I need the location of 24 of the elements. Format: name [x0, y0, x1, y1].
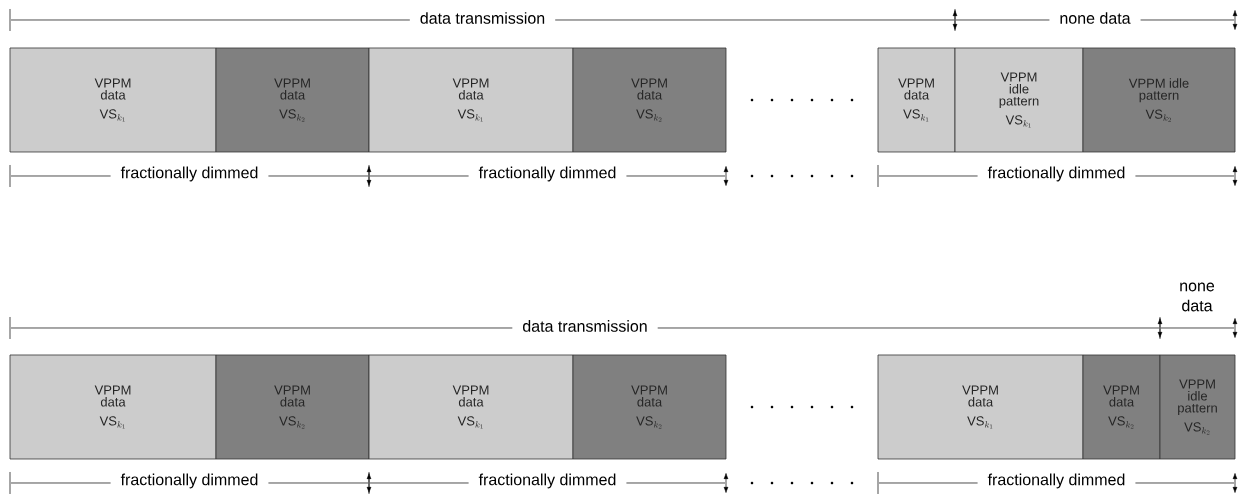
cell-box: VPPM idle pattern $\mathrm{VS}_{k_2}$ [1159, 354, 1236, 460]
cell-box: VPPM data $\mathrm{VS}_{k_1}$ [9, 354, 217, 460]
dimension-label: fractionally dimmed [110, 472, 269, 490]
dimension-label: data transmission [512, 319, 658, 333]
cell-box: VPPM data $\mathrm{VS}_{k_1}$ [9, 47, 217, 153]
dimension-label: fractionally dimmed [110, 165, 269, 183]
cell-box: VPPM data $\mathrm{VS}_{k_1}$ [368, 354, 574, 460]
cell-box: VPPM data $\mathrm{VS}_{k_1}$ [368, 47, 574, 153]
dimension-label: data transmission [409, 11, 556, 25]
cell-box: VPPM data $\mathrm{VS}_{k_2}$ [215, 354, 370, 460]
cell-box: VPPM data $\mathrm{VS}_{k_1}$ [877, 354, 1084, 460]
dimension-label: fractionally dimmed [468, 165, 627, 183]
cell-box: VPPM data $\mathrm{VS}_{k_2}$ [1082, 354, 1161, 460]
dimension-label: none data [1049, 11, 1141, 25]
cell-box: VPPM data $\mathrm{VS}_{k_2}$ [215, 47, 370, 153]
dimension-label: fractionally dimmed [977, 472, 1136, 490]
dimension-label: fractionally dimmed [468, 472, 627, 490]
cell-box: VPPM data $\mathrm{VS}_{k_2}$ [572, 47, 727, 153]
cell-box: VPPM idle pattern $\mathrm{VS}_{k_1}$ [954, 47, 1084, 153]
dimension-label: none data [1180, 282, 1215, 312]
cell-box: VPPM data $\mathrm{VS}_{k_2}$ [572, 354, 727, 460]
cell-box: VPPM data $\mathrm{VS}_{k_1}$ [877, 47, 956, 153]
dimension-label: fractionally dimmed [977, 165, 1136, 183]
cell-box: VPPM idle pattern $\mathrm{VS}_{k_2}$ [1082, 47, 1236, 153]
